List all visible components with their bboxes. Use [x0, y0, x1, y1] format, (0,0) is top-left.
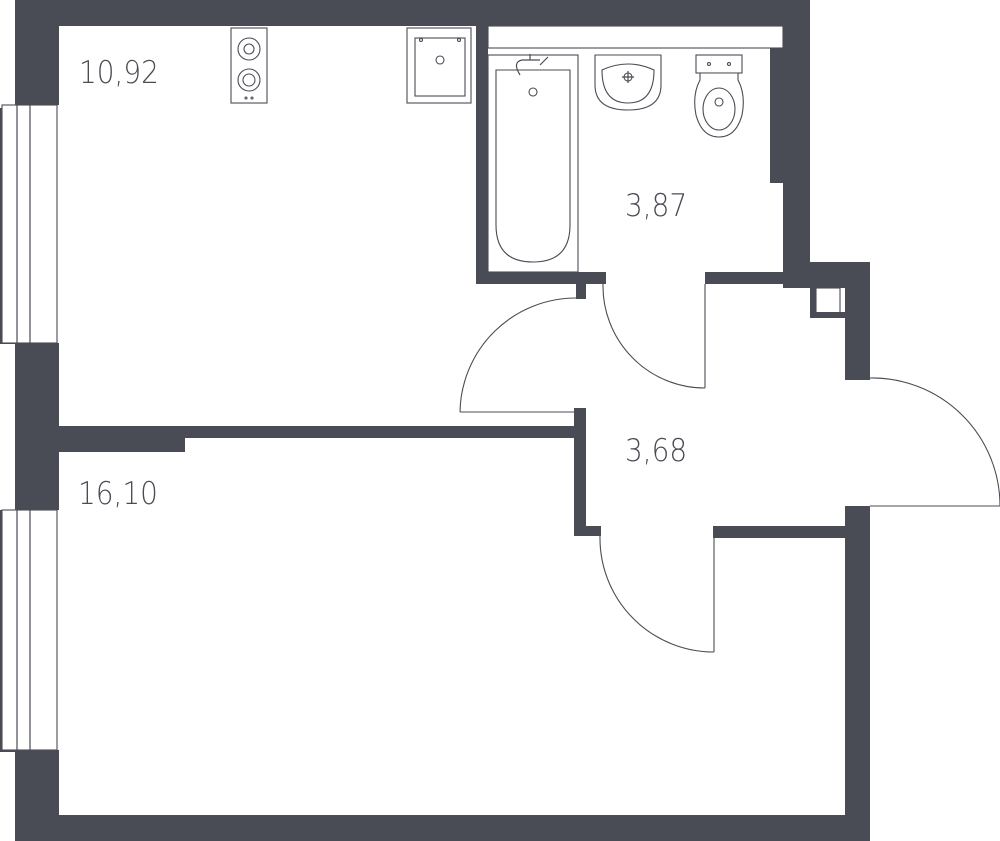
wall-top	[15, 0, 810, 26]
windows	[1, 104, 58, 751]
interior-walls	[15, 0, 858, 538]
door-bedroom	[599, 535, 715, 653]
outer-walls	[0, 0, 870, 841]
door-entrance	[869, 377, 1000, 507]
wall-hall-bottom	[713, 526, 858, 538]
area-label-bedroom: 16,10	[78, 476, 158, 512]
wall-right-lower	[845, 506, 870, 841]
wall-bath-bottom-right	[705, 272, 810, 284]
wall-hall-left	[574, 412, 586, 536]
wall-bath-left	[476, 0, 488, 284]
toilet-icon	[695, 54, 743, 74]
door-bathroom	[602, 283, 706, 389]
doors	[459, 283, 1000, 653]
wall-bottom	[15, 815, 870, 841]
wall-right-upper	[783, 0, 810, 288]
wall-left-bottom	[15, 750, 59, 841]
wall-bath-bottom-left	[476, 272, 606, 284]
door-kitchen	[459, 297, 577, 413]
utility-shaft	[810, 282, 845, 318]
wall-right-notch-col	[845, 262, 870, 380]
bathroom-fixtures	[487, 54, 744, 273]
wall-kitchen-bedroom	[15, 426, 185, 452]
area-label-bathroom: 3,87	[625, 188, 688, 224]
kitchen-fixtures	[230, 27, 472, 104]
area-label-kitchen: 10,92	[79, 55, 159, 91]
shaft-box	[815, 287, 841, 317]
wall-left-top	[15, 0, 59, 105]
area-label-hallway: 3,68	[625, 433, 688, 469]
